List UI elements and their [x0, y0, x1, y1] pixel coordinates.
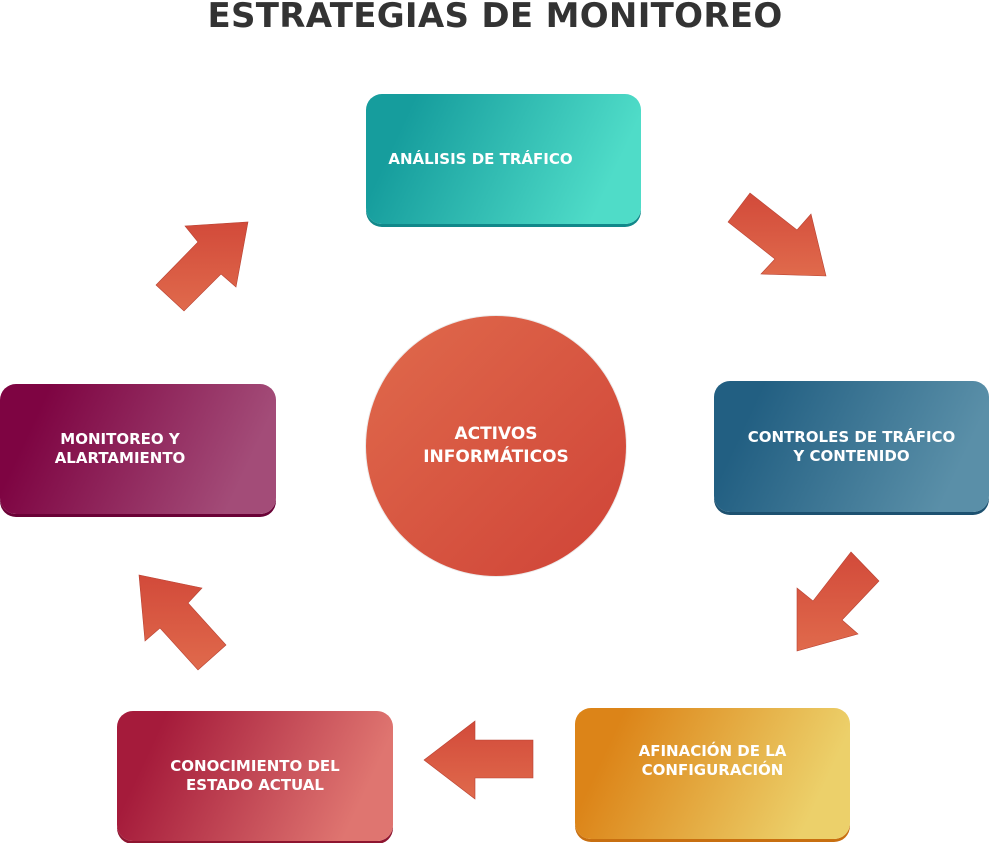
diagram-title: ESTRATEGIAS DE MONITOREO	[207, 0, 783, 36]
step-monitoreo-alartamiento: MONITOREO Y ALARTAMIENTO	[0, 384, 276, 514]
arrow-up-left-icon	[138, 574, 227, 671]
arrow-down-left-icon	[796, 551, 880, 652]
arrow-up-right-icon	[155, 221, 249, 312]
center-label: ACTIVOS INFORMÁTICOS	[423, 424, 569, 467]
step-label: MONITOREO Y ALARTAMIENTO	[54, 430, 186, 467]
step-label: CONTROLES DE TRÁFICO Y CONTENIDO	[747, 427, 956, 465]
step-label: CONOCIMIENTO DEL ESTADO ACTUAL	[170, 757, 340, 794]
step-conocimiento-estado-actual: CONOCIMIENTO DEL ESTADO ACTUAL	[117, 711, 393, 841]
step-label: AFINACIÓN DE LA CONFIGURACIÓN	[638, 742, 787, 779]
step-controles-trafico-contenido: CONTROLES DE TRÁFICO Y CONTENIDO	[714, 381, 989, 512]
step-afinacion-configuracion: AFINACIÓN DE LA CONFIGURACIÓN	[575, 708, 850, 839]
step-label: ANÁLISIS DE TRÁFICO	[388, 149, 573, 168]
center-activos-informaticos: ACTIVOS INFORMÁTICOS	[366, 316, 626, 576]
step-analisis-trafico: ANÁLISIS DE TRÁFICO	[366, 94, 641, 224]
arrow-down-right-icon	[727, 192, 827, 277]
arrow-left-icon	[423, 720, 534, 800]
